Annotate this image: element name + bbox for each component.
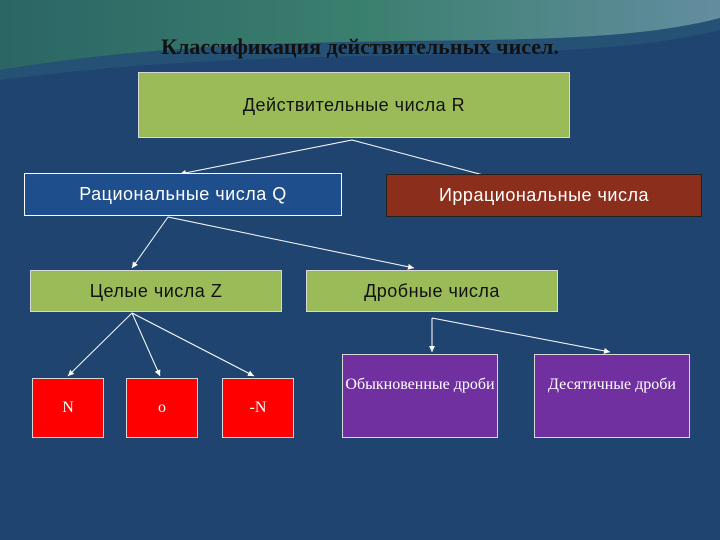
node-zero-label: o — [158, 399, 166, 416]
node-decimal-fractions-label: Десятичные дроби — [548, 376, 676, 393]
node-zero: o — [126, 378, 198, 438]
arrow-integers-zero — [131, 312, 161, 377]
arrow-integers-neg-natural — [131, 312, 255, 377]
page-title: Классификация действительных чисел. — [161, 34, 559, 59]
arrow-rational-fractions — [167, 216, 415, 270]
node-integers-label: Целые числа Z — [89, 280, 223, 301]
arrow-real-rational — [179, 139, 353, 176]
arrow-integers-natural — [67, 312, 133, 377]
node-common-fractions: Обыкновенные дроби — [342, 354, 498, 438]
node-fractions-label: Дробные числа — [364, 280, 500, 301]
node-negative-natural: -N — [222, 378, 294, 438]
node-real-numbers-label: Действительные числа R — [242, 94, 466, 115]
node-irrational-numbers: Иррациональные числа — [386, 174, 702, 217]
node-natural: N — [32, 378, 104, 438]
node-common-fractions-label: Обыкновенные дроби — [345, 376, 495, 393]
node-integers: Целые числа Z — [30, 270, 282, 312]
node-fractions: Дробные числа — [306, 270, 558, 312]
header-swoosh — [0, 0, 720, 80]
node-rational-numbers-label: Рациональные числа Q — [79, 184, 287, 204]
node-natural-label: N — [62, 399, 74, 416]
arrow-rational-integers — [131, 216, 169, 269]
node-rational-numbers: Рациональные числа Q — [24, 173, 342, 216]
node-decimal-fractions: Десятичные дроби — [534, 354, 690, 438]
node-negative-natural-label: -N — [249, 399, 267, 416]
arrow-fractions-decimal — [431, 317, 611, 354]
node-real-numbers: Действительные числа R — [138, 72, 570, 138]
node-irrational-numbers-label: Иррациональные числа — [438, 185, 649, 205]
